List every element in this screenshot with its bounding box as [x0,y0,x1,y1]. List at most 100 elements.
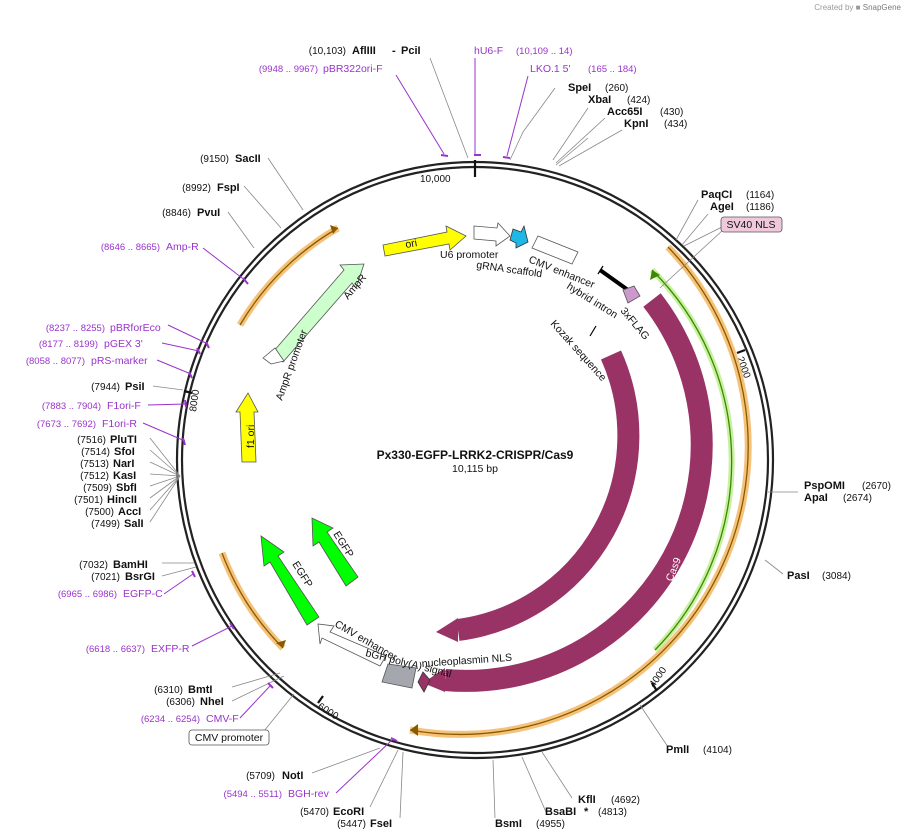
enzyme-pos-pmlI: (4104) [703,745,732,756]
sv40-nls-box[interactable] [720,216,783,233]
enzyme-kflI[interactable]: KflI [578,794,596,806]
feature-hybrid-intron[interactable] [598,268,630,292]
enzyme-acc65I[interactable]: Acc65I [607,106,642,118]
enzyme-sfoI[interactable]: SfoI [114,446,135,458]
enzyme-pos-acc65I: (430) [660,107,683,118]
enzyme-paqCI[interactable]: PaqCI [701,189,732,201]
enzyme-nheI[interactable]: NheI [200,696,224,708]
enzyme-pluTI[interactable]: PluTI [110,434,137,446]
primer-f1ori-r[interactable]: F1ori-R [102,418,137,430]
enzyme-pvuI[interactable]: PvuI [197,207,220,219]
enzyme-bsrGI[interactable]: BsrGI [125,571,155,583]
feature-ori[interactable] [382,225,467,257]
primer-bgh-rev[interactable]: BGH-rev [288,788,330,800]
enzyme-pos-fspI: (8992) [182,183,211,194]
enzyme-apaI[interactable]: ApaI [804,492,828,504]
primer-f1ori-f[interactable]: F1ori-F [107,400,141,412]
enzyme-ecoRI[interactable]: EcoRI [333,806,364,818]
primer-pbrforeco[interactable]: pBRforEco [110,322,161,334]
feature-u6-promoter-label: U6 promoter [440,249,499,261]
enzyme-fseI[interactable]: FseI [370,818,392,830]
primer-pos-hu6-f: (10,109 .. 14) [516,46,573,57]
enzyme-pos-bmtI: (6310) [154,685,183,696]
ampr-orf-arc-arrow [330,225,338,234]
feature-egfp-inner[interactable] [311,517,359,587]
feature-cmv-enhancer-right[interactable] [531,235,579,265]
enzyme-pos-kasI: (7512) [80,471,109,482]
feature-ampr-promoter[interactable] [262,347,285,365]
enzyme-pos-aflIII: (10,103) [309,46,346,57]
enzyme-pciI[interactable]: PciI [401,45,421,57]
primer-pos-bgh-rev: (5494 .. 5511) [224,789,282,800]
enzyme-pos-psiI: (7944) [91,382,120,393]
primer-egfp-c[interactable]: EGFP-C [123,588,163,600]
primer-pbr322ori-f[interactable]: pBR322ori-F [323,63,383,75]
primer-hu6-f[interactable]: hU6-F [474,45,503,57]
cmv-promoter-label: CMV promoter [195,732,264,744]
tick-4000 [651,682,658,692]
feature-grna-scaffold[interactable] [509,224,529,249]
enzyme-narI[interactable]: NarI [113,458,134,470]
enzyme-speI[interactable]: SpeI [568,82,591,94]
enzyme-bsmI[interactable]: BsmI [495,818,522,830]
enzyme-bmtI[interactable]: BmtI [188,684,212,696]
enzyme-salI[interactable]: SalI [124,518,144,530]
feature-hybrid-intron-start [597,265,604,275]
primer-pos-f1ori-f: (7883 .. 7904) [42,401,101,412]
position-ticks [183,160,746,704]
enzyme-pos-sbfI: (7509) [83,483,112,494]
enzyme-pos-bsrGI: (7021) [91,572,120,583]
enzyme-pos-salI: (7499) [91,519,120,530]
enzyme-pasI[interactable]: PasI [787,570,810,582]
enzyme-fspI[interactable]: FspI [217,182,240,194]
primer-cmv-f[interactable]: CMV-F [206,713,239,725]
enzyme-bamHI[interactable]: BamHI [113,559,148,571]
enzyme-psiI[interactable]: PsiI [125,381,145,393]
enzyme-pmlI[interactable]: PmlI [666,744,689,756]
enzyme-bsaBI-star: * [584,806,589,818]
enzyme-pos-kflI: (4692) [611,795,640,806]
feature-cmv-enhancer-bottom[interactable] [317,623,387,667]
feature-cas9-inner-arrow [436,618,458,642]
feature-cas9-inner[interactable] [456,350,640,641]
tick-label-10000: 10,000 [420,174,451,185]
enzyme-accI[interactable]: AccI [118,506,141,518]
enzyme-pos-nheI: (6306) [166,697,195,708]
enzyme-xbaI[interactable]: XbaI [588,94,611,106]
primer-labels: hU6-F (10,109 .. 14) (9948 .. 9967) pBR3… [26,45,637,800]
cmv-promoter-box[interactable] [188,729,270,746]
feature-egfp-outer[interactable] [260,535,320,626]
primer-prs-marker[interactable]: pRS-marker [91,355,148,367]
feature-3xflag[interactable] [622,285,641,304]
enzyme-sbfI[interactable]: SbfI [116,482,137,494]
feature-f1-ori[interactable] [235,392,259,463]
enzyme-kpnI[interactable]: KpnI [624,118,648,130]
primer-leader-lines [142,58,529,794]
feature-nucleoplasmin-nls-label: nucleoplasmin NLS [421,652,512,670]
feature-nucleoplasmin-nls[interactable] [417,671,431,693]
primer-exfp-r[interactable]: EXFP-R [151,643,190,655]
enzyme-ageI[interactable]: AgeI [710,201,734,213]
feature-ampr[interactable] [272,263,365,363]
primer-pgex3[interactable]: pGEX 3' [104,338,143,350]
enzyme-aflIII[interactable]: AflIII [352,45,376,57]
enzyme-sacII[interactable]: SacII [235,153,261,165]
cmv-promoter-leader [263,693,295,732]
enzyme-hincII[interactable]: HincII [107,494,137,506]
primer-amp-r[interactable]: Amp-R [166,241,199,253]
feature-u6-promoter[interactable] [473,222,511,247]
enzyme-kasI[interactable]: KasI [113,470,136,482]
enzyme-pspOMI[interactable]: PspOMI [804,480,845,492]
feature-cas9-outer[interactable] [444,293,713,692]
feature-bgh-polya[interactable] [381,663,417,689]
enzyme-notI[interactable]: NotI [282,770,303,782]
enzyme-bsaBI[interactable]: BsaBI [545,806,576,818]
enzyme-pos-accI: (7500) [85,507,114,518]
enzyme-pos-hincII: (7501) [74,495,103,506]
feature-kozak-sequence[interactable] [589,325,597,337]
enzyme-sep: - [392,45,396,57]
primer-pos-prs-marker: (8058 .. 8077) [26,356,85,367]
enzyme-pos-sfoI: (7514) [81,447,110,458]
primer-lko15[interactable]: LKO.1 5' [530,63,571,75]
